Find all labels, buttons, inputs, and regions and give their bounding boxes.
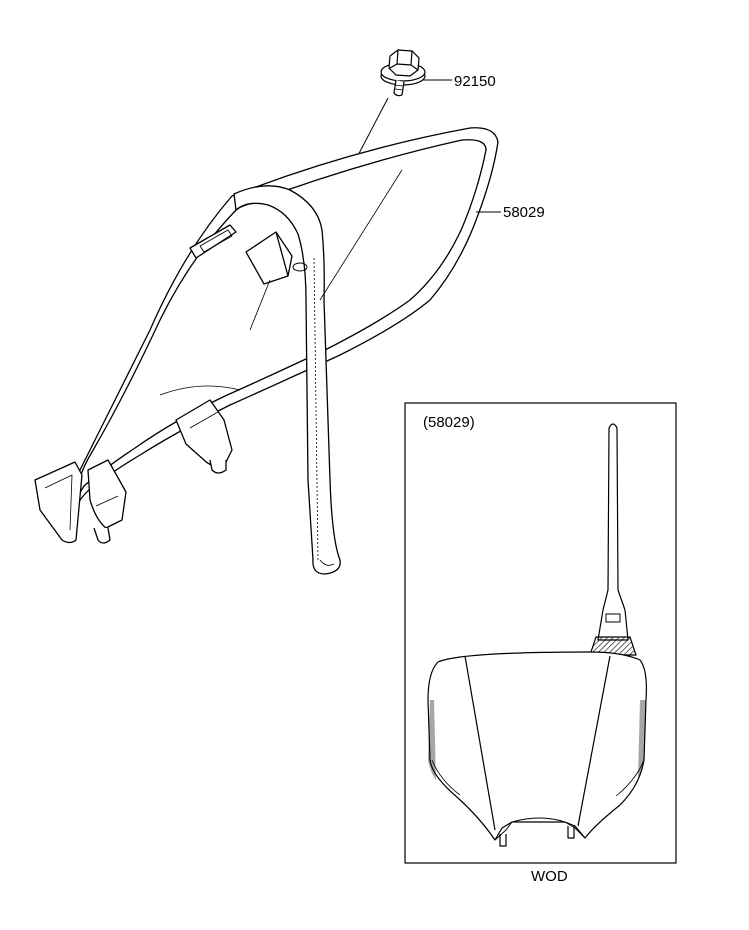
callout-58029: 58029 [503, 204, 545, 221]
inset-plate-edge-shading-right [638, 700, 646, 778]
inset-number-plate-front-view [427, 423, 647, 847]
inset-caption: WOD [531, 868, 568, 885]
inset-plate-edge-shading [428, 700, 436, 780]
inset-frame [404, 402, 677, 864]
inset-title: (58029) [423, 414, 475, 431]
number-plate-58029 [34, 127, 499, 575]
flange-bolt-92150 [380, 49, 426, 97]
callout-92150: 92150 [454, 73, 496, 90]
